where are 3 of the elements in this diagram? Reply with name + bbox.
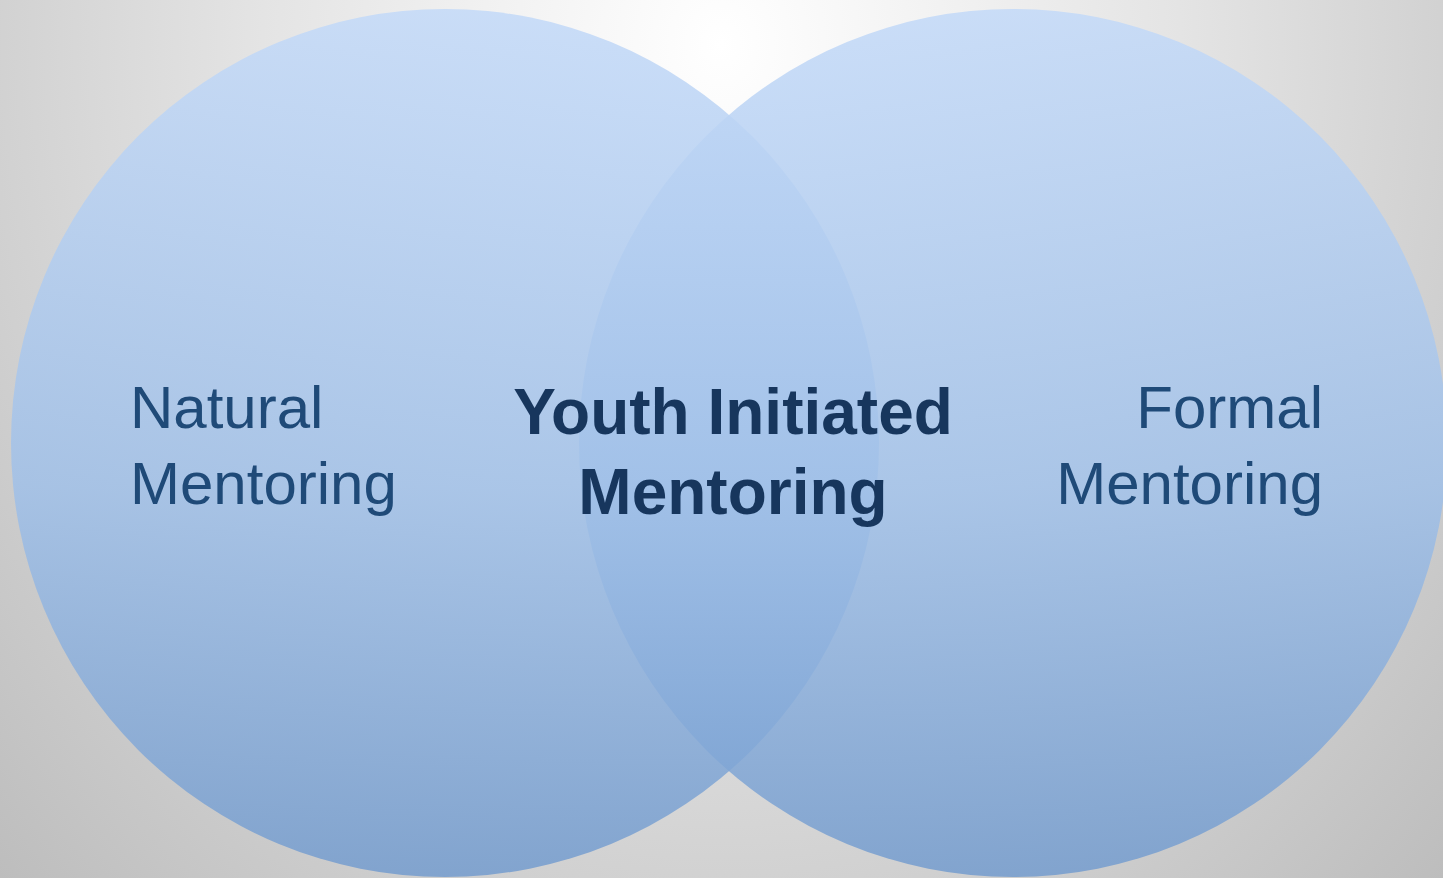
overlap-label: Youth Initiated Mentoring [512, 375, 954, 530]
circle-label: Natural Mentoring [130, 373, 398, 519]
circle-label: Formal Mentoring [1055, 373, 1323, 519]
